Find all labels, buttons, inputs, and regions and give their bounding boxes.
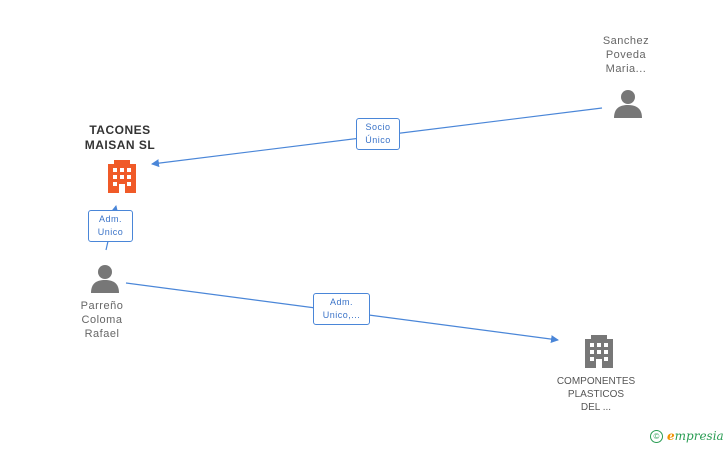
person-icon[interactable] — [613, 88, 643, 118]
edge-label-adm-unico-2[interactable]: Adm. Unico,... — [313, 293, 370, 325]
edge-label-adm-unico-1[interactable]: Adm. Unico — [88, 210, 133, 242]
node-label-componentes[interactable]: COMPONENTES PLASTICOS DEL ... — [556, 376, 636, 413]
node-label-tacones[interactable]: TACONES MAISAN SL — [84, 123, 156, 152]
node-label-sanchez[interactable]: Sanchez Poveda Maria... — [602, 35, 650, 75]
copyright-icon: © — [650, 430, 663, 443]
building-icon[interactable] — [584, 335, 614, 368]
empresia-logo: ©empresia — [650, 429, 724, 443]
person-icon[interactable] — [90, 263, 120, 293]
building-icon[interactable] — [107, 160, 137, 193]
node-label-parreno[interactable]: Parreño Coloma Rafael — [80, 300, 124, 340]
edge-label-socio-unico[interactable]: Socio Único — [356, 118, 400, 150]
